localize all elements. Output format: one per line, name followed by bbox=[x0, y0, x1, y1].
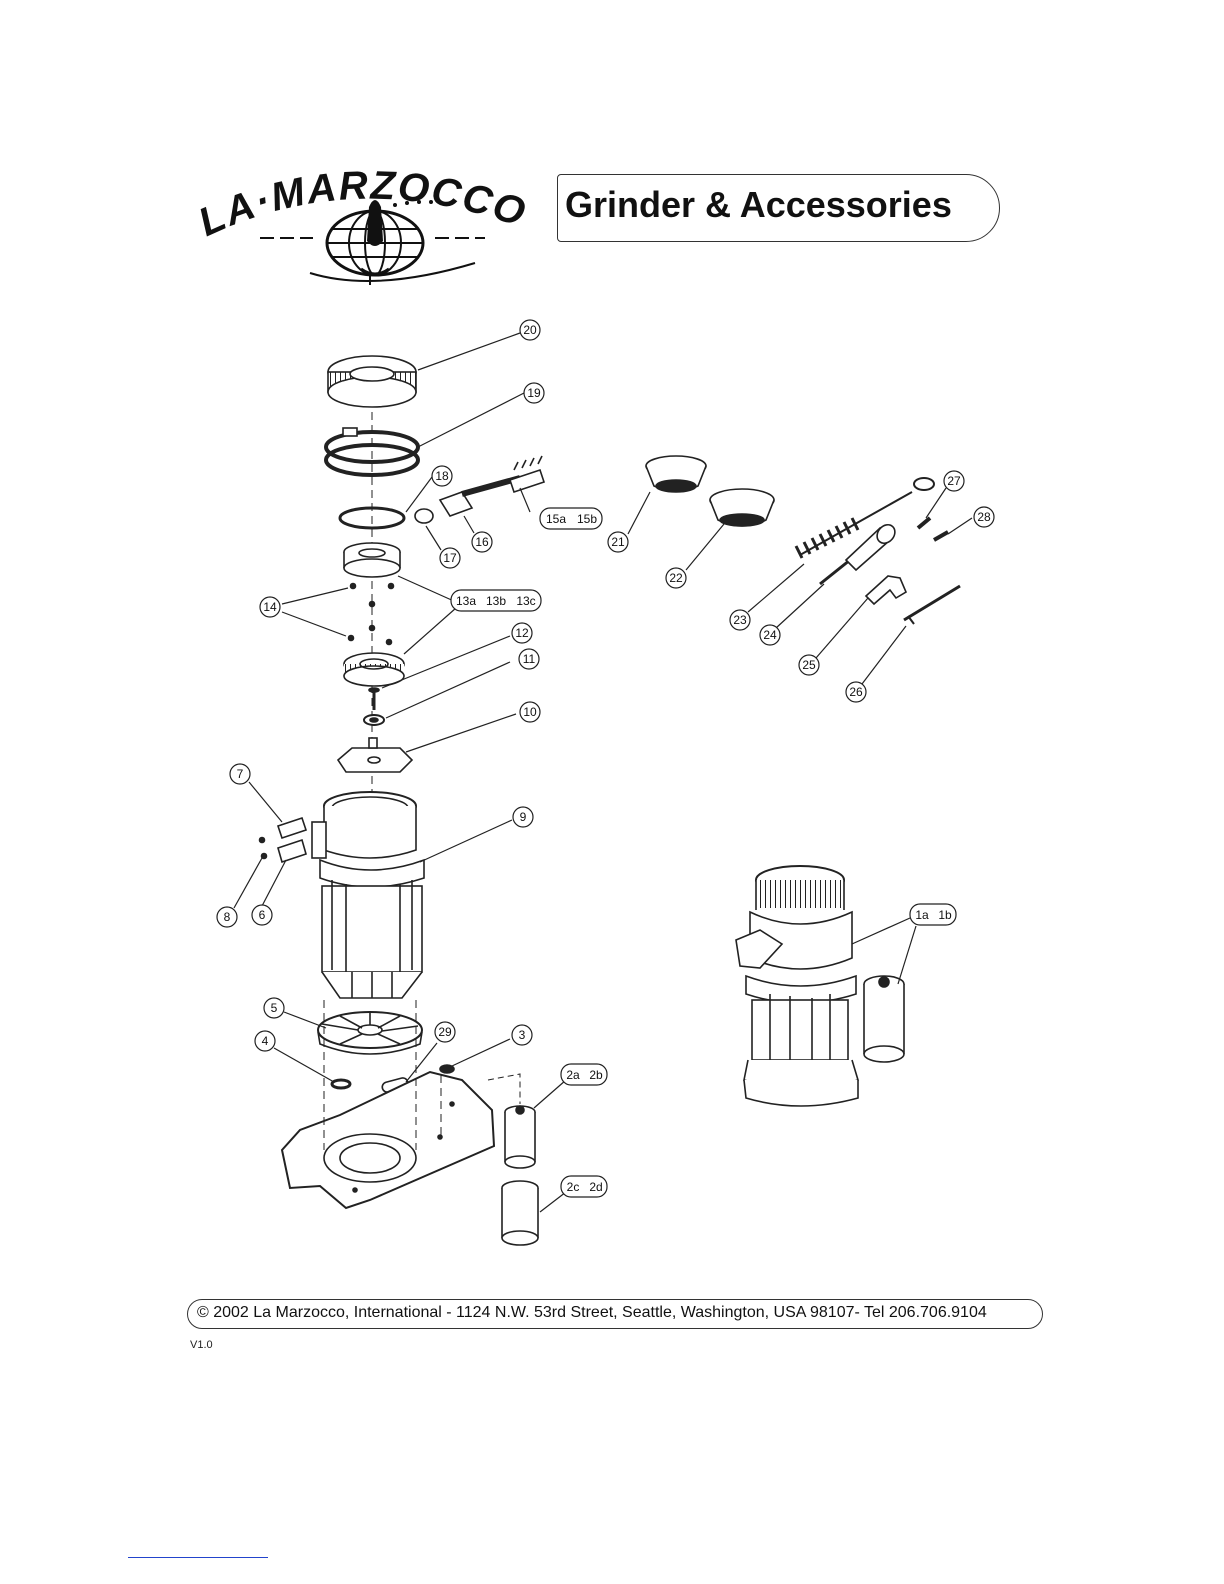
part-20-adjustment-ring bbox=[328, 356, 416, 407]
label-13a: 13a bbox=[456, 594, 476, 608]
part-1b-capacitor bbox=[864, 976, 904, 1062]
label-4: 4 bbox=[262, 1034, 269, 1048]
label-22: 22 bbox=[669, 571, 683, 585]
label-12: 12 bbox=[515, 626, 529, 640]
label-1a: 1a bbox=[915, 908, 929, 922]
part-24-tool bbox=[820, 521, 899, 584]
part-5-fan bbox=[318, 1012, 422, 1054]
label-9: 9 bbox=[520, 810, 527, 824]
label-5: 5 bbox=[271, 1001, 278, 1015]
label-10: 10 bbox=[523, 705, 537, 719]
part-12-screw bbox=[369, 688, 379, 710]
label-13b: 13b bbox=[486, 594, 506, 608]
label-29: 29 bbox=[438, 1025, 452, 1039]
part-25-elbow bbox=[866, 576, 906, 604]
label-2d: 2d bbox=[589, 1180, 602, 1194]
part-7-switch-cover bbox=[278, 818, 306, 838]
part-13-burr bbox=[344, 653, 404, 686]
label-7: 7 bbox=[237, 767, 244, 781]
label-6: 6 bbox=[259, 908, 266, 922]
part-22-filter-basket bbox=[710, 489, 774, 526]
part-11-washer bbox=[364, 715, 384, 725]
part-2a-capacitor bbox=[488, 1074, 535, 1168]
part-21-filter-basket bbox=[646, 456, 706, 492]
label-3: 3 bbox=[519, 1028, 526, 1042]
label-8: 8 bbox=[224, 910, 231, 924]
part-13-burr-holder bbox=[344, 543, 400, 577]
label-28: 28 bbox=[977, 510, 991, 524]
part-26-wire bbox=[904, 586, 960, 624]
part-14-screws bbox=[349, 584, 394, 645]
label-23: 23 bbox=[733, 613, 747, 627]
label-2c: 2c bbox=[567, 1180, 580, 1194]
label-17: 17 bbox=[443, 551, 457, 565]
label-21: 21 bbox=[611, 535, 625, 549]
base-plate bbox=[282, 1072, 494, 1208]
part-28-pin bbox=[934, 532, 948, 540]
label-13c: 13c bbox=[516, 594, 535, 608]
assembled-grinder bbox=[736, 866, 858, 1106]
label-2b: 2b bbox=[589, 1068, 603, 1082]
label-25: 25 bbox=[802, 658, 816, 672]
label-15a: 15a bbox=[546, 512, 566, 526]
label-19: 19 bbox=[527, 386, 541, 400]
label-20: 20 bbox=[523, 323, 537, 337]
part-10-plate bbox=[338, 738, 412, 772]
part-2c-capacitor bbox=[502, 1181, 538, 1245]
part-16-adjuster bbox=[440, 478, 520, 516]
label-15b: 15b bbox=[577, 512, 597, 526]
bottom-rule bbox=[128, 1557, 268, 1558]
part-15-spring bbox=[510, 456, 544, 492]
label-18: 18 bbox=[435, 469, 449, 483]
label-1b: 1b bbox=[938, 908, 952, 922]
part-9-motor-housing bbox=[312, 792, 424, 998]
label-26: 26 bbox=[849, 685, 863, 699]
part-8-screws bbox=[260, 838, 267, 859]
version-label: V1.0 bbox=[190, 1339, 213, 1351]
part-4-ring bbox=[332, 1080, 350, 1088]
footer-copyright: © 2002 La Marzocco, International - 1124… bbox=[197, 1304, 987, 1322]
label-11: 11 bbox=[523, 652, 536, 666]
part-6-switch bbox=[278, 840, 306, 862]
part-17-cap bbox=[415, 509, 433, 523]
part-27-pin bbox=[918, 518, 930, 528]
label-16: 16 bbox=[475, 535, 489, 549]
label-14: 14 bbox=[263, 600, 277, 614]
part-3-nut bbox=[440, 1065, 454, 1073]
label-2a: 2a bbox=[566, 1068, 580, 1082]
label-24: 24 bbox=[763, 628, 777, 642]
label-27: 27 bbox=[947, 474, 961, 488]
